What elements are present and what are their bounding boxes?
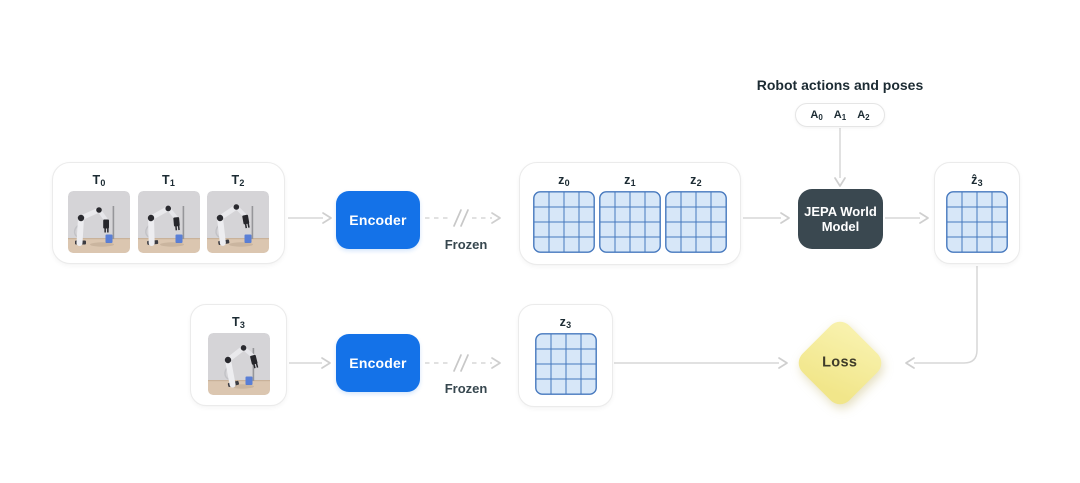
robot-actions-box: A0 A1 A2 (795, 103, 885, 127)
latent-label: z3 (559, 315, 572, 330)
latent-cell: z0 (533, 172, 595, 253)
latent-grid (534, 333, 597, 395)
target-latent-box: z3 (518, 304, 613, 407)
arrow-targetframe-to-encoder (289, 357, 331, 369)
arrow-latents-to-worldmodel (743, 212, 790, 224)
frame-cell: T3 (207, 314, 270, 395)
arrow-encoder-frozen-top (425, 209, 501, 227)
action-token: A0 (810, 108, 823, 122)
prediction-label: ẑ3 (971, 173, 983, 188)
frame-cell: T0 (68, 172, 130, 253)
encoder-box-top: Encoder (336, 191, 420, 249)
robot-frame-image (207, 333, 270, 395)
loss-node: Loss (793, 316, 887, 410)
robot-actions-title: Robot actions and poses (756, 77, 924, 93)
frame-cell: T1 (137, 172, 200, 253)
robot-frame-image (68, 191, 130, 253)
frozen-label-top: Frozen (444, 237, 488, 252)
latent-cell: z3 (534, 314, 597, 395)
prediction-cell: ẑ3 (946, 172, 1008, 253)
predicted-latent-grid (946, 191, 1008, 253)
arrow-frames-to-encoder (288, 212, 332, 224)
arrow-prediction-to-loss (905, 266, 978, 369)
arrow-worldmodel-to-prediction (885, 212, 929, 224)
latents-box: z0 z1 z2 (519, 162, 741, 265)
encoder-box-bottom: Encoder (336, 334, 420, 392)
frame-cell: T2 (207, 172, 269, 253)
action-token: A2 (857, 108, 870, 122)
robot-frame-image (207, 191, 269, 253)
arrow-latent-to-loss (614, 357, 788, 369)
action-token: A1 (833, 108, 847, 122)
latent-grid (533, 191, 595, 253)
latent-label: z1 (624, 173, 636, 188)
prediction-box: ẑ3 (934, 162, 1020, 264)
target-frame-box: T3 (190, 304, 287, 406)
arrow-encoder-frozen-bottom (425, 354, 501, 372)
robot-frame-image (137, 191, 200, 253)
double-slash-icon (453, 354, 469, 372)
latent-grid (599, 191, 661, 253)
latent-grid (665, 191, 727, 253)
frame-label: T0 (92, 173, 106, 188)
latent-cell: z2 (665, 172, 727, 253)
latent-cell: z1 (599, 172, 661, 253)
frame-label: T1 (161, 173, 176, 188)
loss-label: Loss (822, 354, 858, 371)
double-slash-icon (453, 209, 469, 227)
jepa-world-model-box: JEPA World Model (798, 189, 883, 249)
latent-label: z0 (558, 173, 570, 188)
latent-label: z2 (690, 173, 702, 188)
loss-diamond: Loss (793, 316, 887, 410)
frozen-label-bottom: Frozen (444, 381, 488, 396)
context-frames-box: T0 T1 T2 (52, 162, 285, 264)
frame-label: T2 (231, 173, 245, 188)
arrow-actions-to-worldmodel (834, 128, 846, 187)
frame-label: T3 (231, 315, 246, 330)
